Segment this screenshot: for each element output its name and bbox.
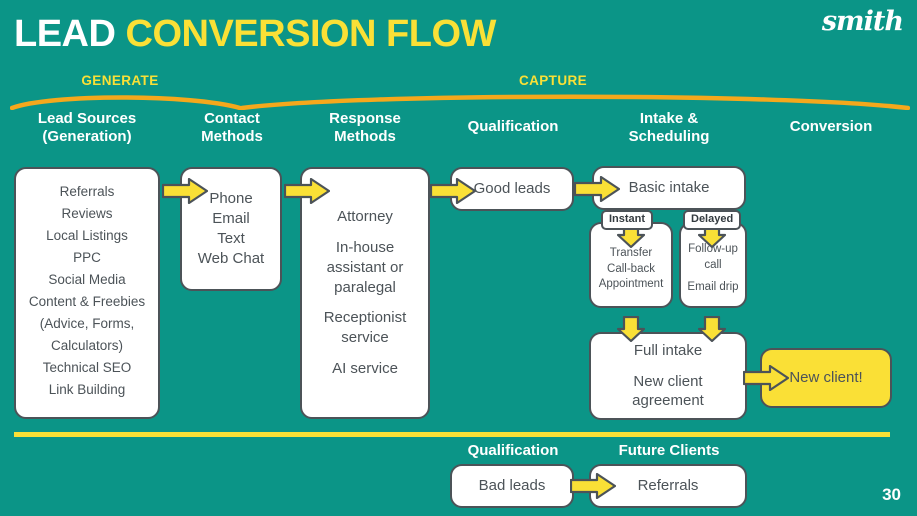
tag-delayed: Delayed xyxy=(683,210,742,230)
list-item: Technical SEO xyxy=(42,360,132,375)
box-label: Bad leads xyxy=(478,477,546,495)
list-item: service xyxy=(341,329,389,347)
list-item: In-house xyxy=(335,239,395,256)
arrow-right-icon xyxy=(429,177,477,205)
list-item: agreement xyxy=(632,392,704,410)
list-item: Local Listings xyxy=(46,228,128,243)
column-header-line1: Response xyxy=(329,110,401,127)
list-item: PPC xyxy=(73,250,101,265)
box-lead-sources[interactable]: Referrals Reviews Local Listings PPC Soc… xyxy=(14,167,160,419)
list-item: paralegal xyxy=(334,278,396,296)
column-header-line2: Methods xyxy=(334,128,396,146)
list-item: Link Building xyxy=(48,382,126,397)
list-item: Calculators) xyxy=(50,338,124,353)
list-item: Social Media xyxy=(48,272,126,287)
list-item: assistant or xyxy=(326,258,404,276)
box-label: New client! xyxy=(789,369,863,387)
page-number: 30 xyxy=(882,485,901,504)
list-item: Content & Freebies xyxy=(28,294,146,309)
list-item: Follow-up xyxy=(688,243,738,255)
list-item: Receptionist xyxy=(323,309,407,327)
box-contact-methods[interactable]: Phone Email Text Web Chat xyxy=(180,167,282,291)
arrow-right-icon xyxy=(569,472,617,500)
column-header-line1: Lead Sources xyxy=(37,110,137,127)
section-divider xyxy=(14,432,890,437)
list-item: Email drip xyxy=(687,281,739,294)
arrow-down-icon xyxy=(616,315,646,343)
list-item: call xyxy=(704,258,722,271)
box-full-intake[interactable]: Full intake New client agreement xyxy=(589,332,747,420)
list-item: Web Chat xyxy=(197,249,265,267)
arrow-right-icon xyxy=(742,364,790,392)
column-header-lead-sources: Lead Sources (Generation) xyxy=(6,110,168,147)
list-item: Call-back xyxy=(607,262,655,275)
list-item: (Advice, Forms, xyxy=(39,316,135,331)
list-item: Reviews xyxy=(61,206,113,221)
page-title-part-yellow: CONVERSION FLOW xyxy=(125,13,497,55)
page-title: LEAD CONVERSION FLOW xyxy=(14,13,496,56)
list-item: Full intake xyxy=(633,341,703,359)
list-item: Text xyxy=(217,230,245,247)
list-item: AI service xyxy=(332,359,398,377)
arrow-right-icon xyxy=(573,175,621,203)
list-item: Email xyxy=(212,210,250,228)
box-response-methods[interactable]: Attorney In-house assistant or paralegal… xyxy=(300,167,430,419)
box-good-leads[interactable]: Good leads xyxy=(450,167,574,211)
column-header-contact-methods: Contact Methods xyxy=(178,110,286,147)
phase-label-generate: GENERATE xyxy=(81,73,159,88)
arrow-right-icon xyxy=(283,177,331,205)
box-label: Basic intake xyxy=(628,179,710,197)
column-header-line1: Contact xyxy=(204,110,260,127)
bottom-header-qualification: Qualification xyxy=(467,442,559,459)
tag-instant: Instant xyxy=(601,210,654,230)
page-title-part-white: LEAD xyxy=(14,13,116,55)
smith-logo: smith xyxy=(821,6,904,37)
arrow-down-icon xyxy=(697,315,727,343)
column-header-line1: Qualification xyxy=(467,118,559,135)
box-label: Good leads xyxy=(473,180,551,198)
column-header-intake-scheduling: Intake & Scheduling xyxy=(596,110,742,147)
box-bad-leads[interactable]: Bad leads xyxy=(450,464,574,508)
phase-label-capture: CAPTURE xyxy=(518,73,588,88)
column-header-qualification: Qualification xyxy=(440,118,586,136)
column-header-line2: Scheduling xyxy=(628,128,710,146)
column-header-line1: Intake & xyxy=(639,110,699,127)
list-item: Attorney xyxy=(337,208,393,226)
column-header-line2: Methods xyxy=(201,128,263,146)
column-header-line2: (Generation) xyxy=(42,128,132,146)
list-item: Phone xyxy=(209,190,253,208)
list-item: Referrals xyxy=(59,184,115,199)
list-item: New client xyxy=(633,372,703,390)
list-item: Appointment xyxy=(598,278,664,291)
bracket-generate xyxy=(10,92,242,110)
list-item: Transfer xyxy=(609,247,653,259)
column-header-line1: Conversion xyxy=(789,118,873,135)
column-header-conversion: Conversion xyxy=(756,118,906,136)
bottom-header-future-clients: Future Clients xyxy=(618,442,720,459)
arrow-right-icon xyxy=(161,177,209,205)
column-header-response-methods: Response Methods xyxy=(300,110,430,147)
bracket-capture xyxy=(240,92,910,110)
box-label: Referrals xyxy=(637,477,699,495)
